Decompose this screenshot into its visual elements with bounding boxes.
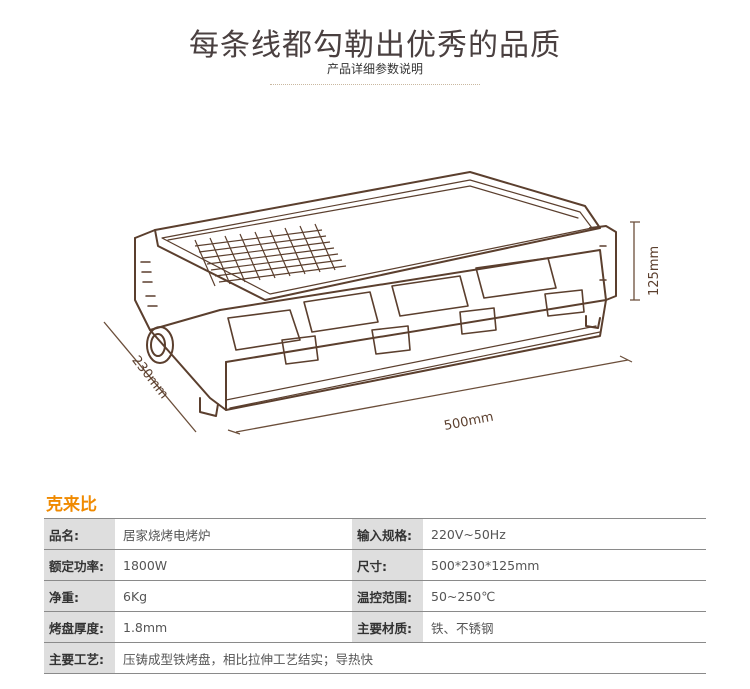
spec-label: 额定功率: <box>44 549 115 581</box>
raclette-pans <box>227 257 585 365</box>
dimension-width-label: 500mm <box>443 410 495 434</box>
spec-label: 主要工艺: <box>44 642 115 674</box>
spec-value: 6Kg <box>115 580 347 612</box>
spec-label: 净重: <box>44 580 115 612</box>
spec-value: 50~250℃ <box>423 580 706 612</box>
grill-line-drawing: 230mm 500mm 125mm <box>0 140 750 470</box>
spec-label: 烤盘厚度: <box>44 611 115 643</box>
temperature-knob <box>146 326 174 364</box>
grill-ridges <box>194 223 347 287</box>
spec-label: 温控范围: <box>352 580 423 612</box>
grill-foot <box>199 397 219 417</box>
grill-drawing-svg: 230mm 500mm 125mm <box>103 171 662 435</box>
spec-row: 烤盘厚度: 1.8mm 主要材质: 铁、不锈钢 <box>44 611 706 643</box>
page-subtitle: 产品详细参数说明 <box>326 62 423 76</box>
dimension-depth-label: 230mm <box>128 353 171 402</box>
grill-foot <box>585 315 601 329</box>
spec-value: 压铸成型铁烤盘，相比拉伸工艺结实；导热快 <box>115 642 706 674</box>
spec-label: 尺寸: <box>352 549 423 581</box>
spec-label: 主要材质: <box>352 611 423 643</box>
spec-value: 1.8mm <box>115 611 347 643</box>
spec-value: 220V~50Hz <box>423 518 706 550</box>
spec-row: 净重: 6Kg 温控范围: 50~250℃ <box>44 580 706 612</box>
body-front <box>219 249 607 363</box>
spec-row: 品名: 居家烧烤电烤炉 输入规格: 220V~50Hz <box>44 518 706 550</box>
spec-value: 1800W <box>115 549 347 581</box>
depth-dimension-line <box>103 321 197 433</box>
spec-label: 品名: <box>44 518 115 550</box>
spec-row: 主要工艺: 压铸成型铁烤盘，相比拉伸工艺结实；导热快 <box>44 642 706 674</box>
title-divider <box>270 84 480 85</box>
dimension-height-label: 125mm <box>647 246 662 296</box>
width-dimension-line <box>235 359 629 433</box>
spec-row: 额定功率: 1800W 尺寸: 500*230*125mm <box>44 549 706 581</box>
spec-table: 品名: 居家烧烤电烤炉 输入规格: 220V~50Hz 额定功率: 1800W … <box>44 518 706 674</box>
griddle-plate <box>154 171 601 301</box>
spec-value: 居家烧烤电烤炉 <box>115 518 347 550</box>
spec-label: 输入规格: <box>352 518 423 550</box>
brand-name: 克来比 <box>46 495 97 515</box>
spec-value: 500*230*125mm <box>423 549 706 581</box>
page-title: 每条线都勾勒出优秀的品质 <box>189 28 561 63</box>
page-header: 每条线都勾勒出优秀的品质 产品详细参数说明 <box>0 0 750 100</box>
spec-value: 铁、不锈钢 <box>423 611 706 643</box>
